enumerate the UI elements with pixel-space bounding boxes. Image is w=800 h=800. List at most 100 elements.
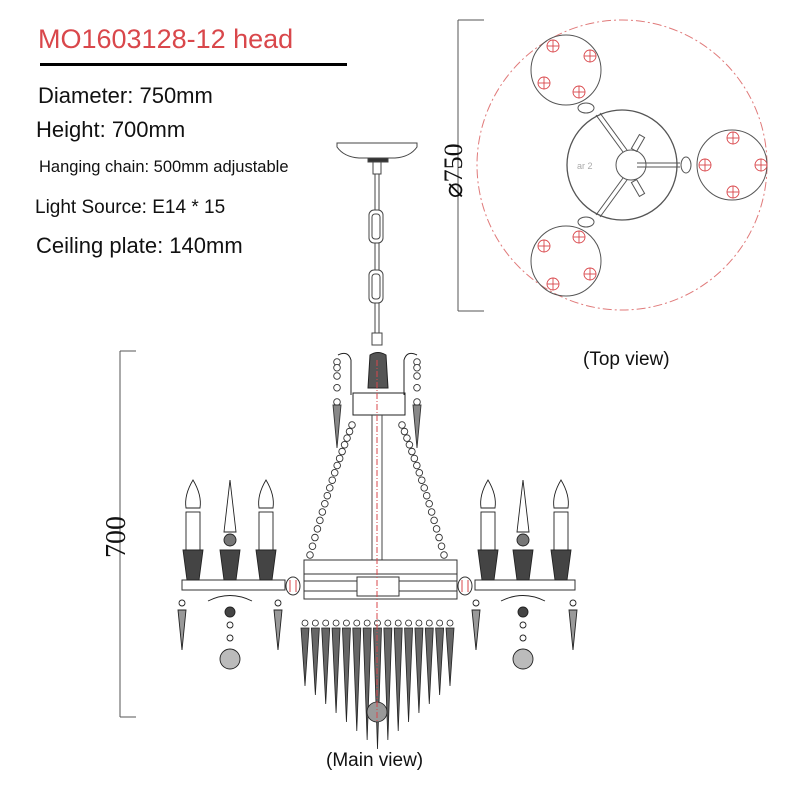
spec-height: Height: 700mm <box>36 117 186 142</box>
bulb-marker <box>754 158 768 172</box>
crystal-drop <box>342 619 351 723</box>
bead <box>405 441 414 449</box>
side-drop <box>177 599 187 651</box>
candle <box>477 479 499 581</box>
top-view-dimension-bracket <box>457 19 484 312</box>
top-view-bulb-markers <box>537 39 768 291</box>
top-view-arms <box>595 112 680 218</box>
bead <box>435 533 443 542</box>
main-view-label: (Main view) <box>326 750 424 771</box>
spike-finial <box>219 479 241 581</box>
spec-hanging-chain: Hanging chain: 500mm adjustable <box>39 158 289 176</box>
bead <box>343 434 351 442</box>
bead <box>420 484 428 492</box>
bulb-marker <box>572 230 586 244</box>
bead <box>398 421 406 429</box>
arm-cluster-top <box>530 34 602 106</box>
bulb-marker <box>546 277 560 291</box>
title-underline <box>40 63 347 66</box>
main-view-dimension-bracket <box>119 350 136 718</box>
bead <box>408 447 416 456</box>
bead <box>440 551 448 559</box>
crystal-drop <box>321 619 331 705</box>
bead <box>410 454 419 463</box>
candle-cup <box>182 549 204 581</box>
crystal-drop <box>435 619 445 696</box>
flame-bulb <box>258 479 274 509</box>
crystal-ball <box>512 648 534 670</box>
bead <box>338 447 346 456</box>
bead <box>413 372 421 380</box>
bulb-marker <box>537 239 551 253</box>
crystal-drop <box>352 619 362 732</box>
crown-finial <box>337 352 418 416</box>
main-view-dimension-text: 700 <box>101 516 132 558</box>
crown-drop-crystals <box>332 404 422 449</box>
top-view-center-ring <box>566 109 678 221</box>
spec-diameter: Diameter: 750mm <box>38 83 213 108</box>
flame-bulb <box>480 479 496 509</box>
candle <box>255 479 277 581</box>
bead <box>418 476 426 484</box>
bead <box>316 516 324 525</box>
bead <box>432 525 441 533</box>
crystal-drop <box>362 619 372 741</box>
crystal-drop <box>300 619 310 687</box>
top-view-inner-note: ar 2 <box>577 161 593 171</box>
crystal-drop <box>310 619 320 696</box>
hanging-chain <box>368 161 384 346</box>
bead <box>326 484 334 492</box>
bulb-marker <box>546 39 560 53</box>
top-view-hub <box>615 149 647 181</box>
bead <box>321 499 329 508</box>
arm-cluster-bottom <box>530 225 602 297</box>
bulb-marker <box>583 49 597 63</box>
crystal-drop <box>393 619 403 732</box>
side-drop <box>273 599 283 651</box>
bead <box>425 499 433 508</box>
bulb-marker <box>537 76 551 90</box>
crystal-drop <box>414 619 424 714</box>
side-drop <box>471 599 481 651</box>
bead <box>333 384 341 392</box>
bulb-marker <box>583 267 597 281</box>
candle-sleeve <box>185 511 201 551</box>
bead <box>306 551 314 559</box>
bead <box>323 491 332 500</box>
centre-rod <box>371 415 383 565</box>
bulb-marker <box>698 158 712 172</box>
bead <box>333 372 341 380</box>
bead <box>403 434 411 442</box>
bead <box>348 421 356 429</box>
bead-swags <box>306 358 448 559</box>
ceiling-plate <box>336 142 418 163</box>
bead <box>413 364 421 372</box>
candle-sleeve <box>258 511 274 551</box>
bead <box>311 533 319 542</box>
bead <box>437 542 446 551</box>
bead <box>400 427 409 436</box>
crystal-drop <box>331 619 341 714</box>
bead <box>333 364 341 372</box>
bead <box>430 516 438 525</box>
crystal-drop <box>424 619 434 705</box>
bulb-marker <box>572 85 586 99</box>
candle-cup <box>550 549 572 581</box>
bead <box>427 508 436 516</box>
arm-connector-knobs <box>285 576 473 596</box>
candle-sleeve <box>553 511 569 551</box>
candle-cup <box>477 549 499 581</box>
flame-bulb <box>553 479 569 509</box>
candle <box>182 479 204 581</box>
bead <box>413 461 421 470</box>
spike-finial <box>512 479 534 581</box>
crystal-drop <box>445 619 455 687</box>
candle-sleeve <box>480 511 496 551</box>
candle <box>550 479 572 581</box>
spec-ceiling-plate: Ceiling plate: 140mm <box>36 233 243 258</box>
bulb-marker <box>726 131 740 145</box>
bead <box>413 384 421 392</box>
arm-pendant <box>207 595 253 670</box>
